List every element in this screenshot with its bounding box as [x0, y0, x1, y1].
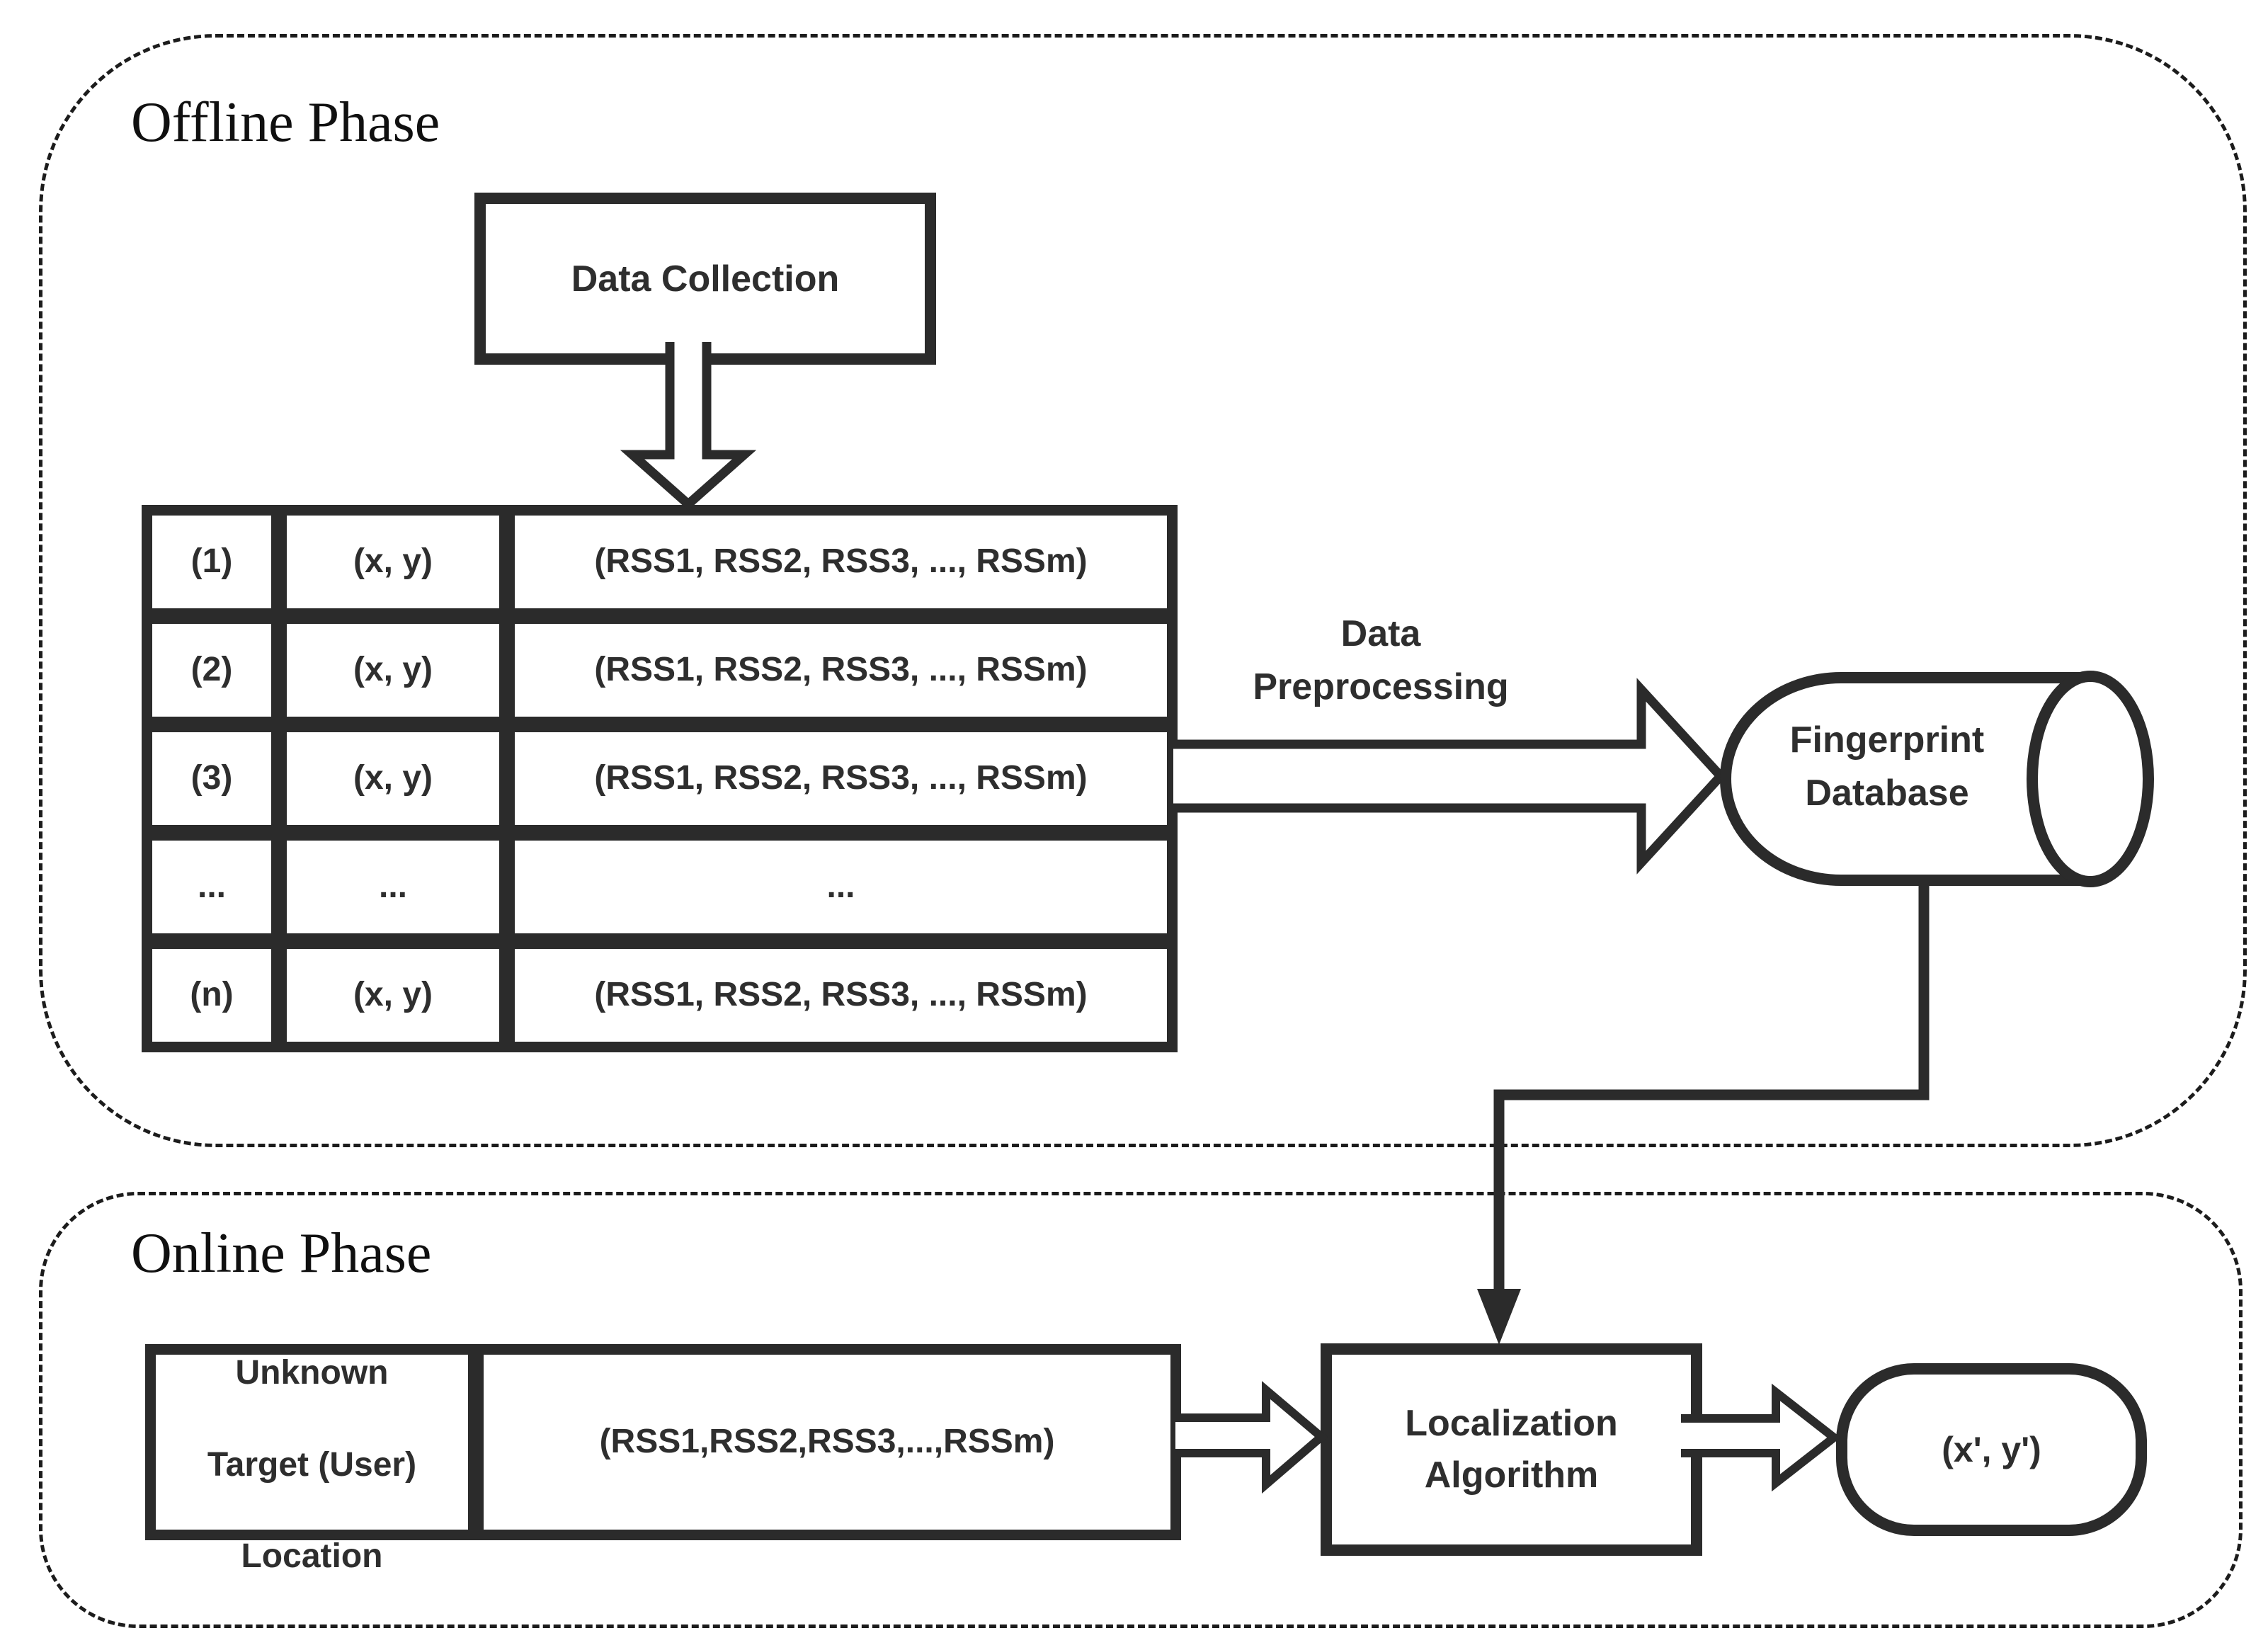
- unknown-target-line2: Target (User): [207, 1445, 417, 1484]
- data-preprocessing-label: Data Preprocessing: [1190, 608, 1572, 715]
- table-cell-coords: (x, y): [279, 508, 507, 616]
- localization-algorithm-box: Localization Algorithm: [1321, 1343, 1702, 1556]
- online-input-table: Unknown Target (User) Location (RSS1,RSS…: [145, 1344, 1181, 1575]
- data-preprocessing-line1: Data: [1340, 613, 1421, 654]
- down-arrow: [620, 342, 757, 511]
- unknown-target-line3: Location: [241, 1537, 383, 1576]
- cylinder-end-cap: [2027, 671, 2154, 887]
- table-cell-index: (3): [144, 724, 279, 833]
- table-cell-coords: ...: [279, 833, 507, 941]
- data-collection-label: Data Collection: [571, 258, 840, 300]
- unknown-target-cell: Unknown Target (User) Location: [148, 1347, 476, 1575]
- fingerprint-database-line1: Fingerprint: [1789, 719, 1985, 761]
- table-cell-rss: (RSS1, RSS2, RSS3, ..., RSSm): [507, 724, 1175, 833]
- algorithm-to-output-arrow: [1681, 1383, 1841, 1492]
- output-coordinates-stadium: (x', y'): [1836, 1363, 2147, 1536]
- offline-phase-title: Offline Phase: [131, 91, 440, 154]
- unknown-target-line1: Unknown: [235, 1353, 389, 1392]
- offline-phase-container: [39, 34, 2247, 1147]
- online-rss-vector-cell: (RSS1,RSS2,RSS3,...,RSSm): [476, 1347, 1178, 1537]
- data-preprocessing-line2: Preprocessing: [1253, 666, 1509, 708]
- fingerprint-database-label: Fingerprint Database: [1735, 714, 2039, 821]
- database-to-algorithm-connector: [1493, 883, 1930, 1316]
- preprocessing-arrow: [1173, 678, 1727, 875]
- fingerprint-table: (1) (x, y) (RSS1, RSS2, RSS3, ..., RSSm)…: [142, 505, 1178, 1052]
- input-to-algorithm-arrow: [1175, 1381, 1328, 1494]
- online-phase-container: [39, 1192, 2243, 1628]
- localization-line2: Algorithm: [1424, 1455, 1599, 1496]
- table-cell-rss: (RSS1, RSS2, RSS3, ..., RSSm): [507, 941, 1175, 1049]
- table-cell-rss: (RSS1, RSS2, RSS3, ..., RSSm): [507, 616, 1175, 724]
- cylinder-body: [1720, 672, 2090, 886]
- output-coordinates-label: (x', y'): [1942, 1430, 2041, 1469]
- table-cell-index: (n): [144, 941, 279, 1049]
- table-cell-coords: (x, y): [279, 724, 507, 833]
- data-collection-box: Data Collection: [474, 193, 936, 365]
- connector-arrowhead: [1477, 1289, 1521, 1345]
- localization-line1: Localization: [1405, 1403, 1618, 1445]
- table-cell-index: (2): [144, 616, 279, 724]
- table-cell-coords: (x, y): [279, 941, 507, 1049]
- online-phase-title: Online Phase: [131, 1222, 432, 1285]
- table-cell-coords: (x, y): [279, 616, 507, 724]
- fingerprint-database-cylinder: [1720, 671, 2154, 887]
- table-cell-index: ...: [144, 833, 279, 941]
- table-cell-rss: ...: [507, 833, 1175, 941]
- table-cell-index: (1): [144, 508, 279, 616]
- fingerprint-database-line2: Database: [1805, 773, 1969, 814]
- table-cell-rss: (RSS1, RSS2, RSS3, ..., RSSm): [507, 508, 1175, 616]
